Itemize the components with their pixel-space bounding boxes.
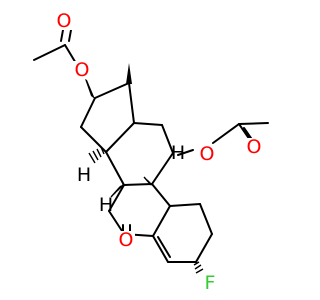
fluorine-atom: F <box>205 272 216 294</box>
atom-labels: O O O O O F H H H <box>55 10 263 294</box>
hash-f <box>193 261 204 274</box>
carbonyl-oxygen-top: O <box>57 10 72 32</box>
ketone-oxygen: O <box>119 229 134 251</box>
carbonyl-oxygen-right: O <box>247 136 262 158</box>
stereo-bonds <box>85 63 204 274</box>
h14-label: H <box>77 164 91 186</box>
ester-oxygen-top: O <box>75 59 90 81</box>
acetate-wedge <box>85 79 95 99</box>
ester-oxygen-right: O <box>200 143 215 165</box>
structural-formula: O O O O O F H H H <box>33 10 269 294</box>
h9-label: H <box>99 194 113 216</box>
h8-label: H <box>171 142 185 164</box>
bond-skeleton <box>33 44 269 263</box>
hash-h14 <box>88 146 105 164</box>
methyl-wedge <box>126 63 132 84</box>
hash-h10 <box>143 176 153 186</box>
hash-h9 <box>110 183 125 198</box>
